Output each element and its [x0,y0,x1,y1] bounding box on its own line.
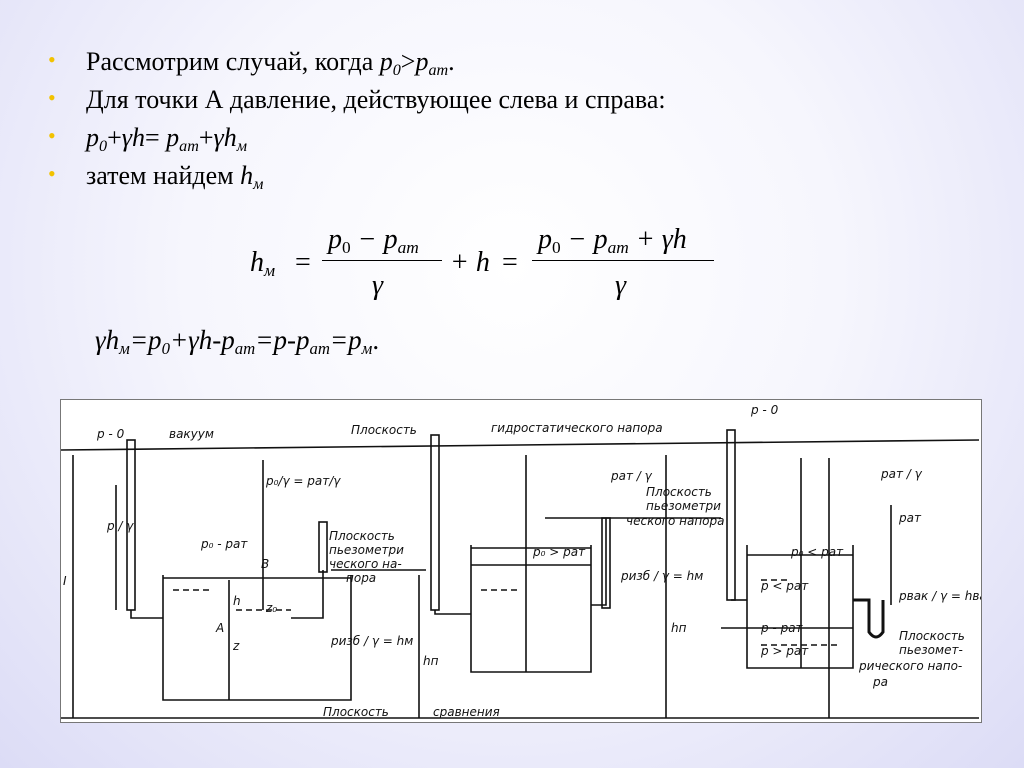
label-p0-left: p - 0 [96,427,125,441]
formula-num2: p0 − pат + γh [538,224,687,258]
svg-text:z: z [232,639,240,653]
svg-text:B: B [261,557,269,571]
label-pat-right: pат [898,511,922,525]
label-pat-gamma: pат / γ [610,469,653,483]
svg-text:пора: пора [346,571,376,585]
label-plane: Плоскость [351,423,417,437]
pressure-chain: γhм=p0+γh-pат=p-pат=pм. [95,325,380,359]
diagram-svg: p - 0 вакуум Плоскость гидростатического… [61,403,981,719]
fraction-bar-2 [532,260,714,261]
svg-text:пьезометри: пьезометри [329,543,404,557]
svg-text:ческого напора: ческого напора [626,514,724,528]
label-pizb-hm-1: pизб / γ = hм [330,634,413,648]
bullet-2: • Для точки А давление, действующее слев… [48,85,666,114]
label-pat-gamma-right: pат / γ [880,467,923,481]
bullet-3: • p0+γh= pат+γhм [48,123,248,155]
bullet-dot-icon: • [48,123,56,148]
formula-plus-h: + h [450,247,490,278]
svg-text:рического напо-: рического напо- [858,659,962,673]
svg-text:пьезомет-: пьезомет- [899,643,963,657]
formula-den2: γ [615,270,627,301]
formula-eq1: = [295,247,311,278]
formula-eq2: = [502,247,518,278]
label-pvak: pвак / γ = hвак [898,589,981,603]
svg-text:I: I [63,574,67,588]
label-p0-right: p - 0 [750,403,779,417]
label-p0-lt-pat: p₀ < pат [790,545,844,559]
formula-num1: p0 − pат [328,224,419,258]
svg-text:hп: hп [423,654,439,668]
label-hydrostatic-head: гидростатического напора [491,421,663,435]
label-vacuum: вакуум [169,427,214,441]
hm-formula: hм = p0 − pат γ + h = p0 − pат + γh γ [240,222,740,312]
label-p0-gamma-eq: p₀/γ = pат/γ [265,474,341,488]
svg-text:пьезометри: пьезометри [646,499,721,513]
label-p-eq-pat: p - pат [760,621,804,635]
label-p-over-gamma: p / γ [106,519,134,533]
svg-text:h: h [233,594,241,608]
bullet-dot-icon: • [48,85,56,110]
hydrostatic-diagram: p - 0 вакуум Плоскость гидростатического… [60,399,982,723]
svg-text:Плоскость: Плоскость [899,629,965,643]
svg-text:hп: hп [671,621,687,635]
svg-text:z₀: z₀ [265,601,277,615]
svg-text:ческого на-: ческого на- [329,557,402,571]
svg-text:ра: ра [872,675,888,689]
svg-text:Плоскость: Плоскость [329,529,395,543]
bullet-dot-icon: • [48,47,56,72]
label-plane-bottom: Плоскость [323,705,389,719]
label-p-gt-pat: p > pат [760,644,809,658]
bullet-4: • затем найдем hм [48,161,264,193]
bullet-1: • Рассмотрим случай, когда p0>pат. [48,47,455,79]
formula-den1: γ [372,270,384,301]
svg-text:A: A [215,621,224,635]
label-p0-gt-pat: p₀ > pат [532,545,586,559]
svg-text:Плоскость: Плоскость [646,485,712,499]
label-pizb-hm-2: pизб / γ = hм [620,569,703,583]
label-p-lt-pat: p < pат [760,579,809,593]
fraction-bar-1 [322,260,442,261]
bullet-dot-icon: • [48,161,56,186]
label-p0-eq-pat: p₀ - pат [200,537,248,551]
formula-lhs: hм [250,247,276,281]
label-comparison: сравнения [433,705,500,719]
bullet-list: • Рассмотрим случай, когда p0>pат. • Для… [48,46,666,198]
